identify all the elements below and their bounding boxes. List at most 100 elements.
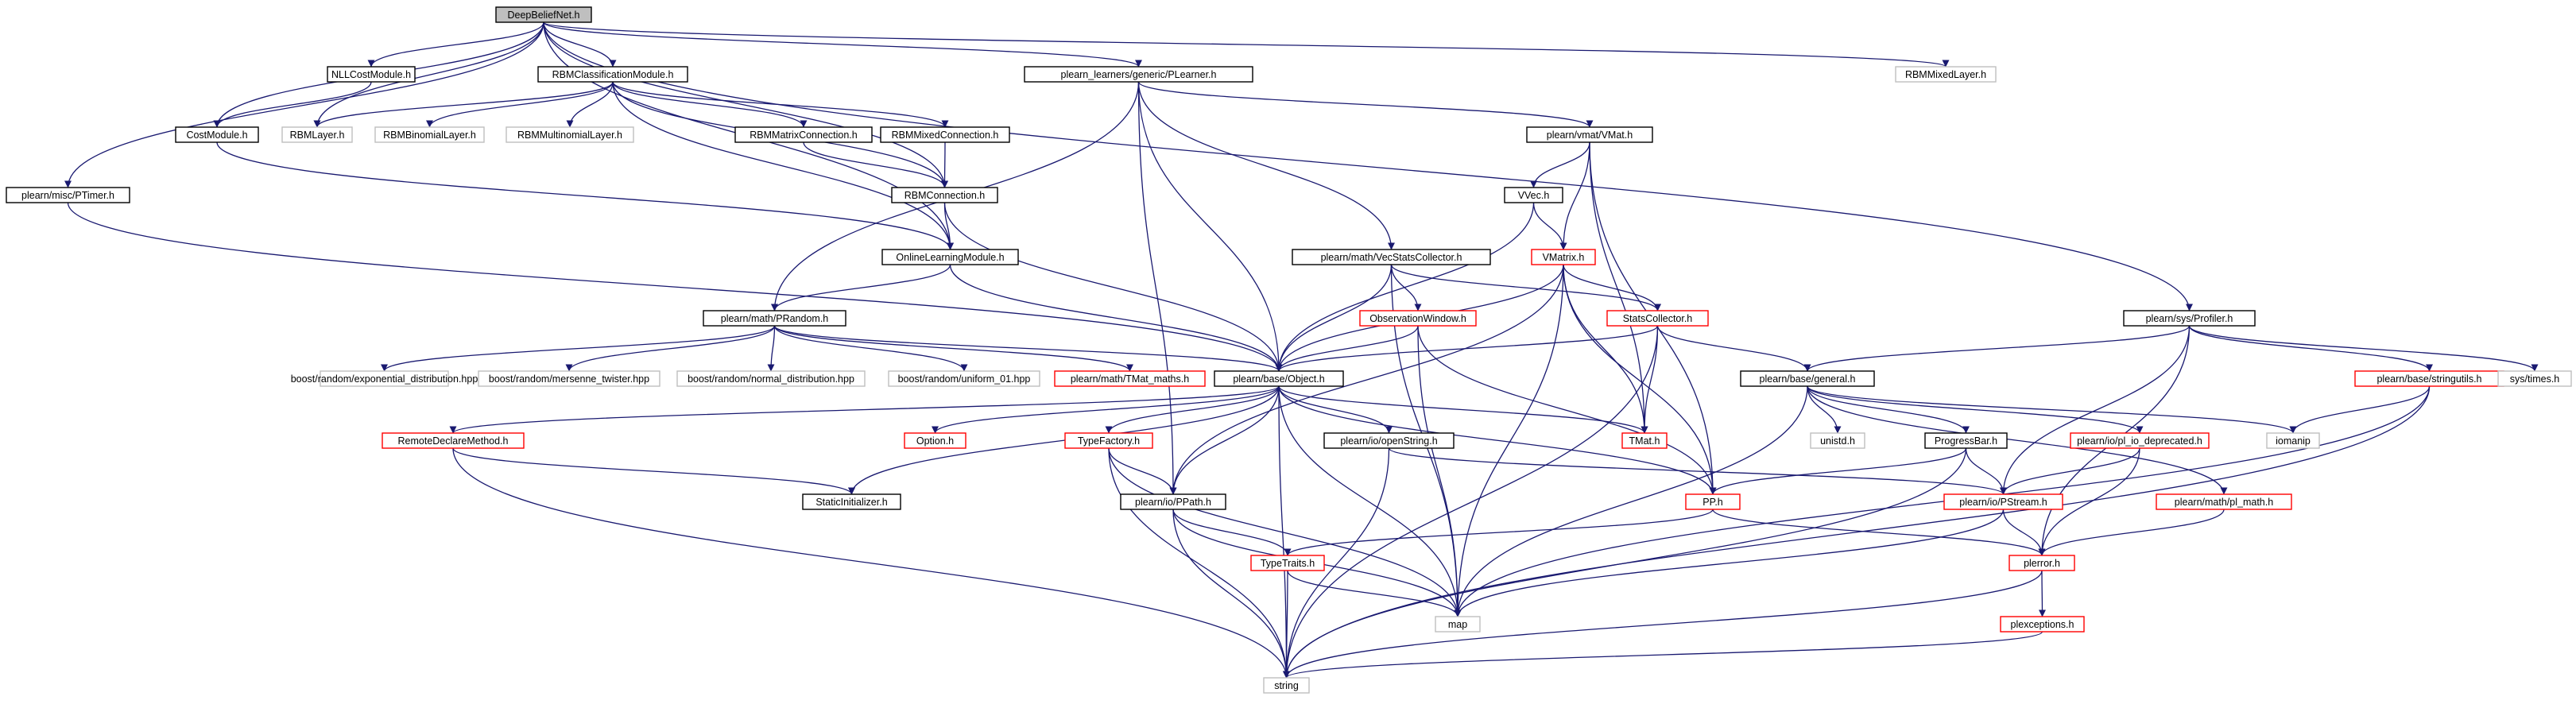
edge-object-to-option bbox=[932, 385, 1280, 434]
node-plearner[interactable]: plearn_learners/generic/PLearner.h bbox=[1024, 66, 1253, 83]
node-costmodule[interactable]: CostModule.h bbox=[175, 126, 259, 143]
node-vecstatscollector[interactable]: plearn/math/VecStatsCollector.h bbox=[1292, 249, 1491, 265]
node-systimes-box bbox=[2497, 370, 2572, 387]
node-remotedeclaremethod[interactable]: RemoteDeclareMethod.h bbox=[382, 432, 525, 449]
edge-vmatrix-to-pp bbox=[1563, 264, 1717, 495]
edge-observationwindow-to-pp bbox=[1417, 325, 1717, 495]
edge-deepbeliefnet-to-rbmclassificationmodule bbox=[543, 21, 617, 68]
node-plmath[interactable]: plearn/math/pl_math.h bbox=[2156, 493, 2292, 510]
node-deepbeliefnet-label: DeepBeliefNet.h bbox=[507, 10, 579, 21]
edge-rbmclassificationmodule-to-rbmmatrixconnection bbox=[612, 81, 808, 128]
node-typetraits[interactable]: TypeTraits.h bbox=[1250, 555, 1325, 571]
node-pstream[interactable]: plearn/io/PStream.h bbox=[1943, 493, 2063, 510]
node-general[interactable]: plearn/base/general.h bbox=[1740, 370, 1875, 387]
node-plerror-box bbox=[2009, 555, 2075, 571]
node-stringutils[interactable]: plearn/base/stringutils.h bbox=[2354, 370, 2504, 387]
node-rbmclassificationmodule[interactable]: RBMClassificationModule.h bbox=[537, 66, 688, 83]
node-rbmconnection[interactable]: RBMConnection.h bbox=[891, 187, 998, 203]
node-rbmlayer: RBMLayer.h bbox=[281, 126, 353, 143]
node-rbmmixedconnection[interactable]: RBMMixedConnection.h bbox=[880, 126, 1010, 143]
node-rbmmatrixconnection-box bbox=[734, 126, 873, 143]
node-ppath-label: plearn/io/PPath.h bbox=[1135, 497, 1211, 508]
edge-vvec-to-vmatrix bbox=[1532, 202, 1567, 250]
edge-rbmconnection-to-object bbox=[943, 202, 1283, 372]
edge-vmat-to-vmatrix bbox=[1559, 141, 1590, 250]
edge-object-to-map bbox=[1278, 385, 1462, 617]
edge-profiler-to-stringutils bbox=[2188, 325, 2433, 372]
node-vmat-box bbox=[1526, 126, 1653, 143]
edge-deepbeliefnet-to-rbmmixedlayer bbox=[543, 21, 1949, 68]
node-prandom[interactable]: plearn/math/PRandom.h bbox=[703, 310, 846, 327]
node-pliodeprecated-box bbox=[2070, 432, 2210, 449]
node-profiler[interactable]: plearn/sys/Profiler.h bbox=[2123, 310, 2256, 327]
node-ppath[interactable]: plearn/io/PPath.h bbox=[1120, 493, 1226, 510]
node-openstring[interactable]: plearn/io/openString.h bbox=[1323, 432, 1455, 449]
node-vvec-box bbox=[1504, 187, 1563, 203]
node-rbmlayer-box bbox=[281, 126, 353, 143]
edge-vmatrix-to-statscollector bbox=[1563, 264, 1661, 311]
edge-pliodeprecated-to-plerror bbox=[2038, 447, 2140, 556]
edge-prandom-to-object bbox=[773, 325, 1283, 372]
node-staticinitializer[interactable]: StaticInitializer.h bbox=[802, 493, 901, 510]
node-pp[interactable]: PP.h bbox=[1685, 493, 1741, 510]
node-progressbar[interactable]: ProgressBar.h bbox=[1924, 432, 2008, 449]
node-object[interactable]: plearn/base/Object.h bbox=[1214, 370, 1344, 387]
edge-rbmclassificationmodule-to-rbmmultinomiallayer bbox=[566, 81, 614, 128]
node-rbmmixedlayer-label: RBMMixedLayer.h bbox=[1905, 69, 1986, 80]
edge-plerror-to-string bbox=[1283, 570, 2043, 679]
node-plmath-box bbox=[2156, 493, 2292, 510]
edge-progressbar-to-pstream bbox=[1965, 447, 2007, 495]
edge-rbmmatrixconnection-to-rbmconnection bbox=[803, 141, 948, 188]
node-plerror[interactable]: plerror.h bbox=[2009, 555, 2075, 571]
edge-object-to-remotedeclaremethod bbox=[449, 385, 1280, 434]
node-ptimer[interactable]: plearn/misc/PTimer.h bbox=[6, 187, 130, 203]
node-onlinelearningmodule[interactable]: OnlineLearningModule.h bbox=[881, 249, 1019, 265]
edge-plmath-to-plerror bbox=[2038, 509, 2225, 556]
node-plexceptions[interactable]: plexceptions.h bbox=[2000, 616, 2085, 633]
node-costmodule-box bbox=[175, 126, 259, 143]
node-map-label: map bbox=[1448, 619, 1467, 630]
node-rbmmatrixconnection[interactable]: RBMMatrixConnection.h bbox=[734, 126, 873, 143]
node-observationwindow[interactable]: ObservationWindow.h bbox=[1359, 310, 1477, 327]
edge-profiler-to-systimes bbox=[2188, 325, 2539, 372]
edge-general-to-map bbox=[1454, 385, 1808, 617]
node-rbmmixedlayer-box bbox=[1895, 66, 1997, 83]
node-vvec[interactable]: VVec.h bbox=[1504, 187, 1563, 203]
node-statscollector[interactable]: StatsCollector.h bbox=[1606, 310, 1709, 327]
edge-typefactory-to-string bbox=[1108, 447, 1290, 679]
node-progressbar-label: ProgressBar.h bbox=[1935, 435, 1997, 447]
node-openstring-box bbox=[1323, 432, 1455, 449]
node-ppath-box bbox=[1120, 493, 1226, 510]
edge-prandom-to-normal bbox=[767, 325, 776, 372]
node-exponential-label: boost/random/exponential_distribution.hp… bbox=[291, 373, 478, 385]
edge-typefactory-to-ppath bbox=[1108, 447, 1177, 495]
edge-remotedeclaremethod-to-string bbox=[452, 447, 1290, 679]
edge-typetraits-to-map bbox=[1287, 570, 1462, 617]
node-iomanip: iomanip bbox=[2266, 432, 2320, 449]
node-rbmbinomiallayer: RBMBinomialLayer.h bbox=[374, 126, 485, 143]
node-vmatrix-box bbox=[1531, 249, 1596, 265]
edge-plerror-to-plexceptions bbox=[2038, 570, 2046, 617]
edge-object-to-openstring bbox=[1278, 385, 1393, 434]
node-option[interactable]: Option.h bbox=[904, 432, 966, 449]
node-pstream-box bbox=[1943, 493, 2063, 510]
node-tmat[interactable]: TMat.h bbox=[1621, 432, 1668, 449]
node-tmatmaths[interactable]: plearn/math/TMat_maths.h bbox=[1054, 370, 1206, 387]
edge-rbmmixedconnection-to-rbmconnection bbox=[941, 141, 949, 188]
node-nllcostmodule[interactable]: NLLCostModule.h bbox=[327, 66, 416, 83]
node-vmatrix-label: VMatrix.h bbox=[1543, 252, 1585, 263]
node-plmath-label: plearn/math/pl_math.h bbox=[2175, 497, 2273, 508]
edge-observationwindow-to-object bbox=[1275, 325, 1419, 372]
node-pliodeprecated[interactable]: plearn/io/pl_io_deprecated.h bbox=[2070, 432, 2210, 449]
node-vmatrix[interactable]: VMatrix.h bbox=[1531, 249, 1596, 265]
node-vmat[interactable]: plearn/vmat/VMat.h bbox=[1526, 126, 1653, 143]
node-exponential: boost/random/exponential_distribution.hp… bbox=[291, 370, 478, 387]
node-typefactory[interactable]: TypeFactory.h bbox=[1064, 432, 1153, 449]
node-mersenne-label: boost/random/mersenne_twister.hpp bbox=[489, 373, 649, 385]
node-nllcostmodule-box bbox=[327, 66, 416, 83]
edge-vecstatscollector-to-statscollector bbox=[1390, 264, 1661, 311]
node-deepbeliefnet[interactable]: DeepBeliefNet.h bbox=[495, 6, 592, 23]
edge-ppath-to-string bbox=[1172, 509, 1290, 679]
node-normal-label: boost/random/normal_distribution.hpp bbox=[688, 373, 854, 385]
node-typetraits-label: TypeTraits.h bbox=[1261, 558, 1315, 569]
